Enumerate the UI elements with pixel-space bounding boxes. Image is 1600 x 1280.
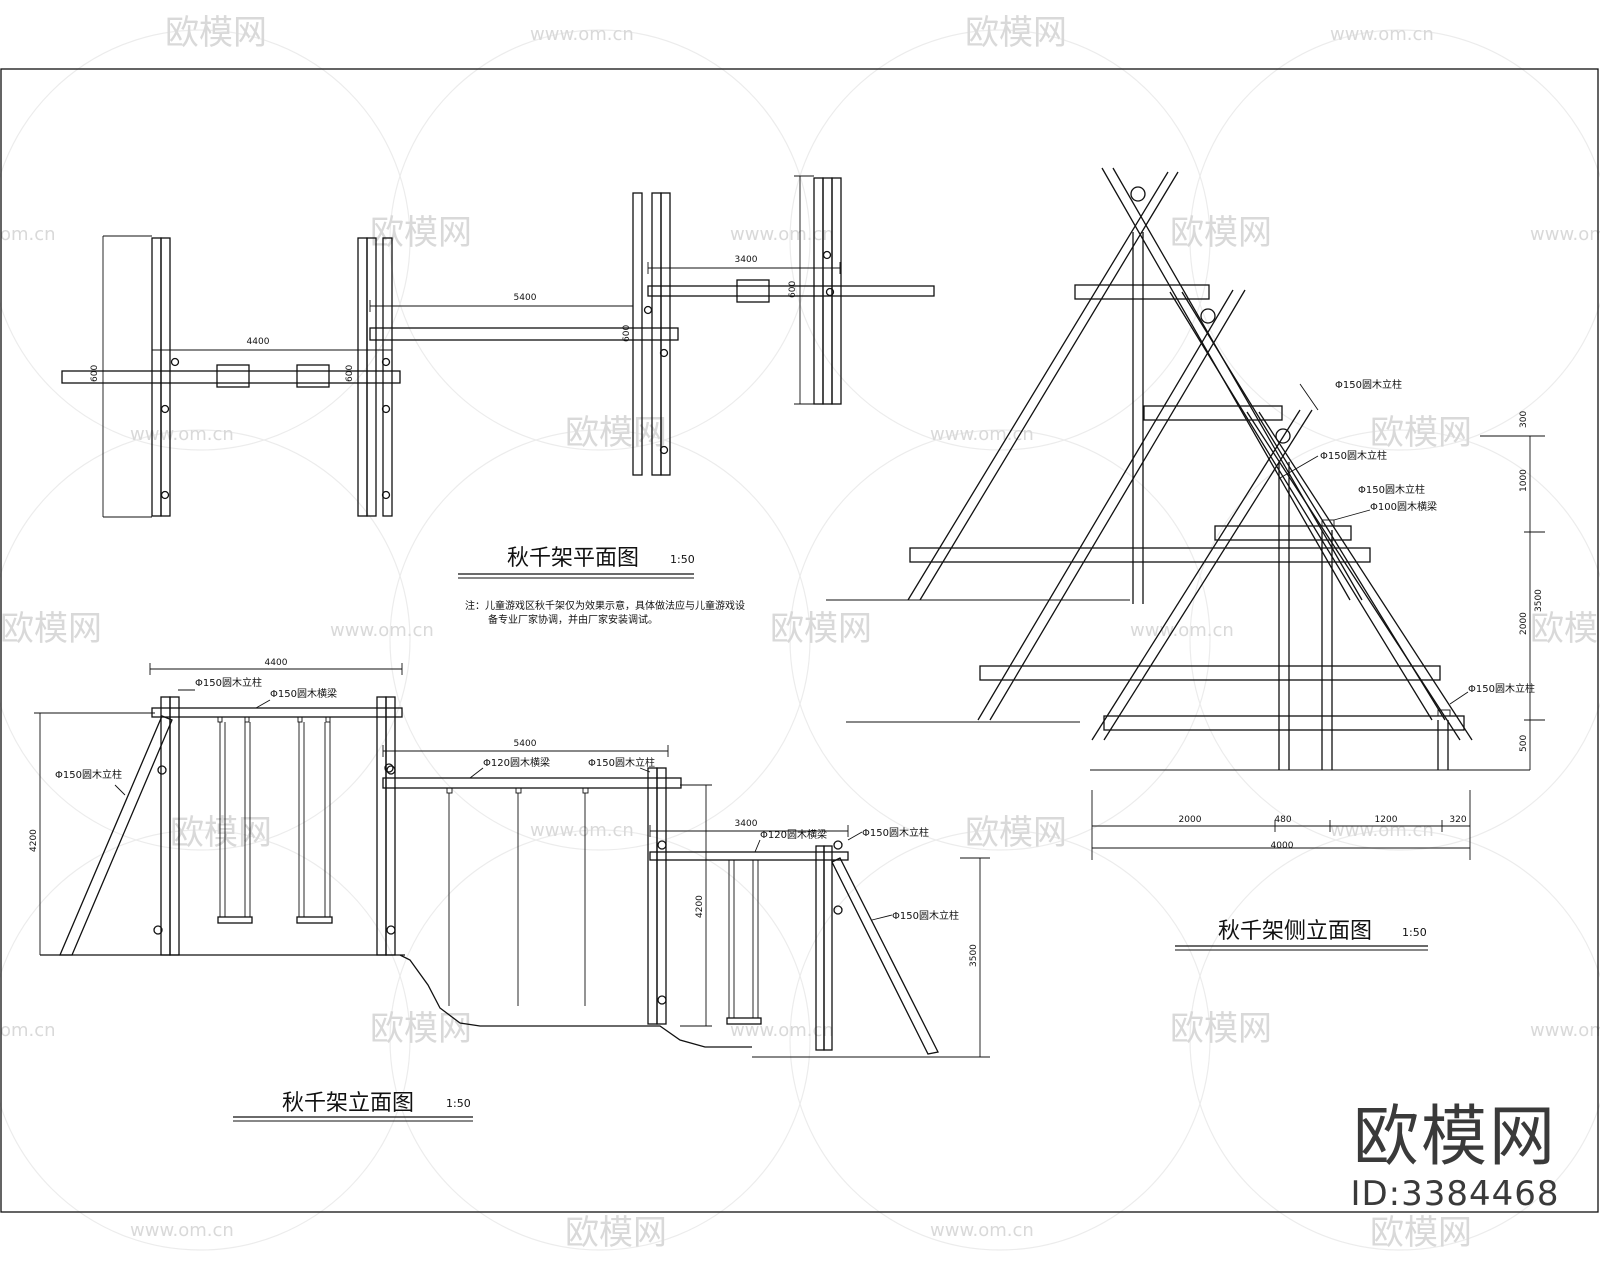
plan-view: 4400 5400 3400 600 600 600 600 秋千架平面图 1:… — [61, 175, 935, 626]
watermark-url: www.om.cn — [1130, 620, 1234, 641]
plan-dim-600: 600 — [622, 325, 632, 342]
front-title: 秋千架立面图 — [282, 1091, 414, 1116]
watermark-brand: 欧模网 — [565, 1213, 667, 1253]
watermark-brand: 欧模网 — [565, 413, 667, 453]
front-label-post: Φ150圆木立柱 — [195, 676, 262, 689]
watermark-brand: 欧模网 — [370, 1009, 472, 1049]
plan-dim-600: 600 — [345, 365, 355, 382]
watermark-brand: 欧模网 — [1370, 413, 1472, 453]
watermark-brand: 欧模网 — [1170, 1009, 1272, 1049]
side-label-4: Φ100圆木横梁 — [1370, 500, 1437, 513]
plan-frame-2 — [369, 192, 679, 476]
side-dim-2000: 2000 — [1179, 815, 1202, 825]
front-label-brace: Φ150圆木立柱 — [55, 768, 122, 781]
front-scale: 1:50 — [446, 1097, 471, 1110]
watermark-url: www.om.cn — [730, 224, 834, 245]
plan-dim-4400: 4400 — [247, 337, 270, 347]
plan-dim-3400: 3400 — [735, 255, 758, 265]
watermark-url: www.om.cn — [930, 1220, 1034, 1241]
watermark-url: www.om.cn — [1330, 820, 1434, 841]
watermark-url: www.om.cn — [1530, 224, 1600, 245]
watermark-url: www.om.cn — [130, 1220, 234, 1241]
watermark-brand: 欧模网 — [1530, 609, 1600, 649]
plan-frame-3 — [647, 175, 935, 405]
side-frame-back — [907, 167, 1371, 604]
plan-dim-600: 600 — [788, 281, 798, 298]
side-dim-1200: 1200 — [1375, 815, 1398, 825]
front-frame-a — [34, 663, 752, 1048]
front-dim-3500: 3500 — [969, 944, 979, 967]
side-scale: 1:50 — [1402, 926, 1427, 939]
watermark-url: www.om.cn — [1330, 24, 1434, 45]
watermark-brand: 欧模网 — [165, 13, 267, 53]
side-label-1: Φ150圆木立柱 — [1335, 378, 1402, 391]
watermark-url: www.om.cn — [730, 1020, 834, 1041]
front-dim-4400: 4400 — [265, 658, 288, 668]
plan-dim-5400: 5400 — [514, 293, 537, 303]
front-dim-4200: 4200 — [29, 829, 39, 852]
brand-mark: 欧模网 ID:3384468 — [1345, 1098, 1565, 1215]
watermark-url: om.cn — [0, 224, 56, 245]
plan-title: 秋千架平面图 — [507, 546, 639, 571]
watermark-brand: 欧模网 — [0, 609, 102, 649]
front-dim-5400: 5400 — [514, 739, 537, 749]
side-frame-front — [1091, 409, 1473, 770]
watermark-brand: 欧模网 — [1370, 1213, 1472, 1253]
front-frame-b — [382, 745, 712, 1027]
side-dim-3500: 3500 — [1534, 589, 1544, 612]
plan-dim-600: 600 — [90, 365, 100, 382]
front-dim-4200: 4200 — [695, 895, 705, 918]
watermark-brand: 欧模网 — [770, 609, 872, 649]
watermark-url: www.om.cn — [130, 424, 234, 445]
watermark-url: www.om.cn — [1530, 1020, 1600, 1041]
side-dim-320: 320 — [1449, 815, 1466, 825]
watermark-pattern: 欧模网 www.om.cn 欧模网 www.om.cn om.cn 欧模网 ww… — [0, 13, 1600, 1253]
watermark-brand: 欧模网 — [965, 13, 1067, 53]
front-label-beam3: Φ120圆木横梁 — [760, 828, 827, 841]
side-dim-1000: 1000 — [1519, 469, 1529, 492]
plan-note-line1: 注：儿童游戏区秋千架仅为效果示意，具体做法应与儿童游戏设 — [465, 599, 745, 612]
plan-frame-1 — [61, 235, 401, 518]
watermark-brand: 欧模网 — [170, 813, 272, 853]
front-frame-c — [649, 825, 990, 1058]
sheet-border — [0, 68, 1599, 1213]
watermark-url: www.om.cn — [930, 424, 1034, 445]
side-label-5: Φ150圆木立柱 — [1468, 682, 1535, 695]
watermark-brand: 欧模网 — [370, 213, 472, 253]
front-label-post2: Φ150圆木立柱 — [588, 756, 655, 769]
side-label-3: Φ150圆木立柱 — [1358, 483, 1425, 496]
side-title: 秋千架侧立面图 — [1218, 919, 1372, 944]
watermark-brand: 欧模网 — [1170, 213, 1272, 253]
front-dim-3400: 3400 — [735, 819, 758, 829]
plan-note-line2: 备专业厂家协调，并由厂家安装调试。 — [488, 613, 658, 626]
side-label-2: Φ150圆木立柱 — [1320, 449, 1387, 462]
front-label-post3: Φ150圆木立柱 — [862, 826, 929, 839]
side-dim-4000: 4000 — [1271, 841, 1294, 851]
watermark-url: www.om.cn — [530, 24, 634, 45]
side-dim-2000: 2000 — [1519, 612, 1529, 635]
watermark-url: www.om.cn — [530, 820, 634, 841]
side-dim-500: 500 — [1519, 735, 1529, 752]
brand-name: 欧模网 — [1353, 1098, 1557, 1175]
side-dim-480: 480 — [1274, 815, 1291, 825]
watermark-brand: 欧模网 — [965, 813, 1067, 853]
brand-id: ID:3384468 — [1350, 1174, 1560, 1214]
front-label-brace3: Φ150圆木立柱 — [892, 909, 959, 922]
side-dim-300: 300 — [1519, 411, 1529, 428]
watermark-url: www.om.cn — [330, 620, 434, 641]
front-label-beam2: Φ120圆木横梁 — [483, 756, 550, 769]
plan-scale: 1:50 — [670, 553, 695, 566]
watermark-url: om.cn — [0, 1020, 56, 1041]
front-label-beam: Φ150圆木横梁 — [270, 687, 337, 700]
side-elevation: 300 1000 3500 2000 500 2000 480 1200 320… — [826, 167, 1545, 951]
front-elevation: 4400 5400 3400 4200 4200 3500 Φ150圆木立柱 Φ… — [29, 658, 990, 1122]
